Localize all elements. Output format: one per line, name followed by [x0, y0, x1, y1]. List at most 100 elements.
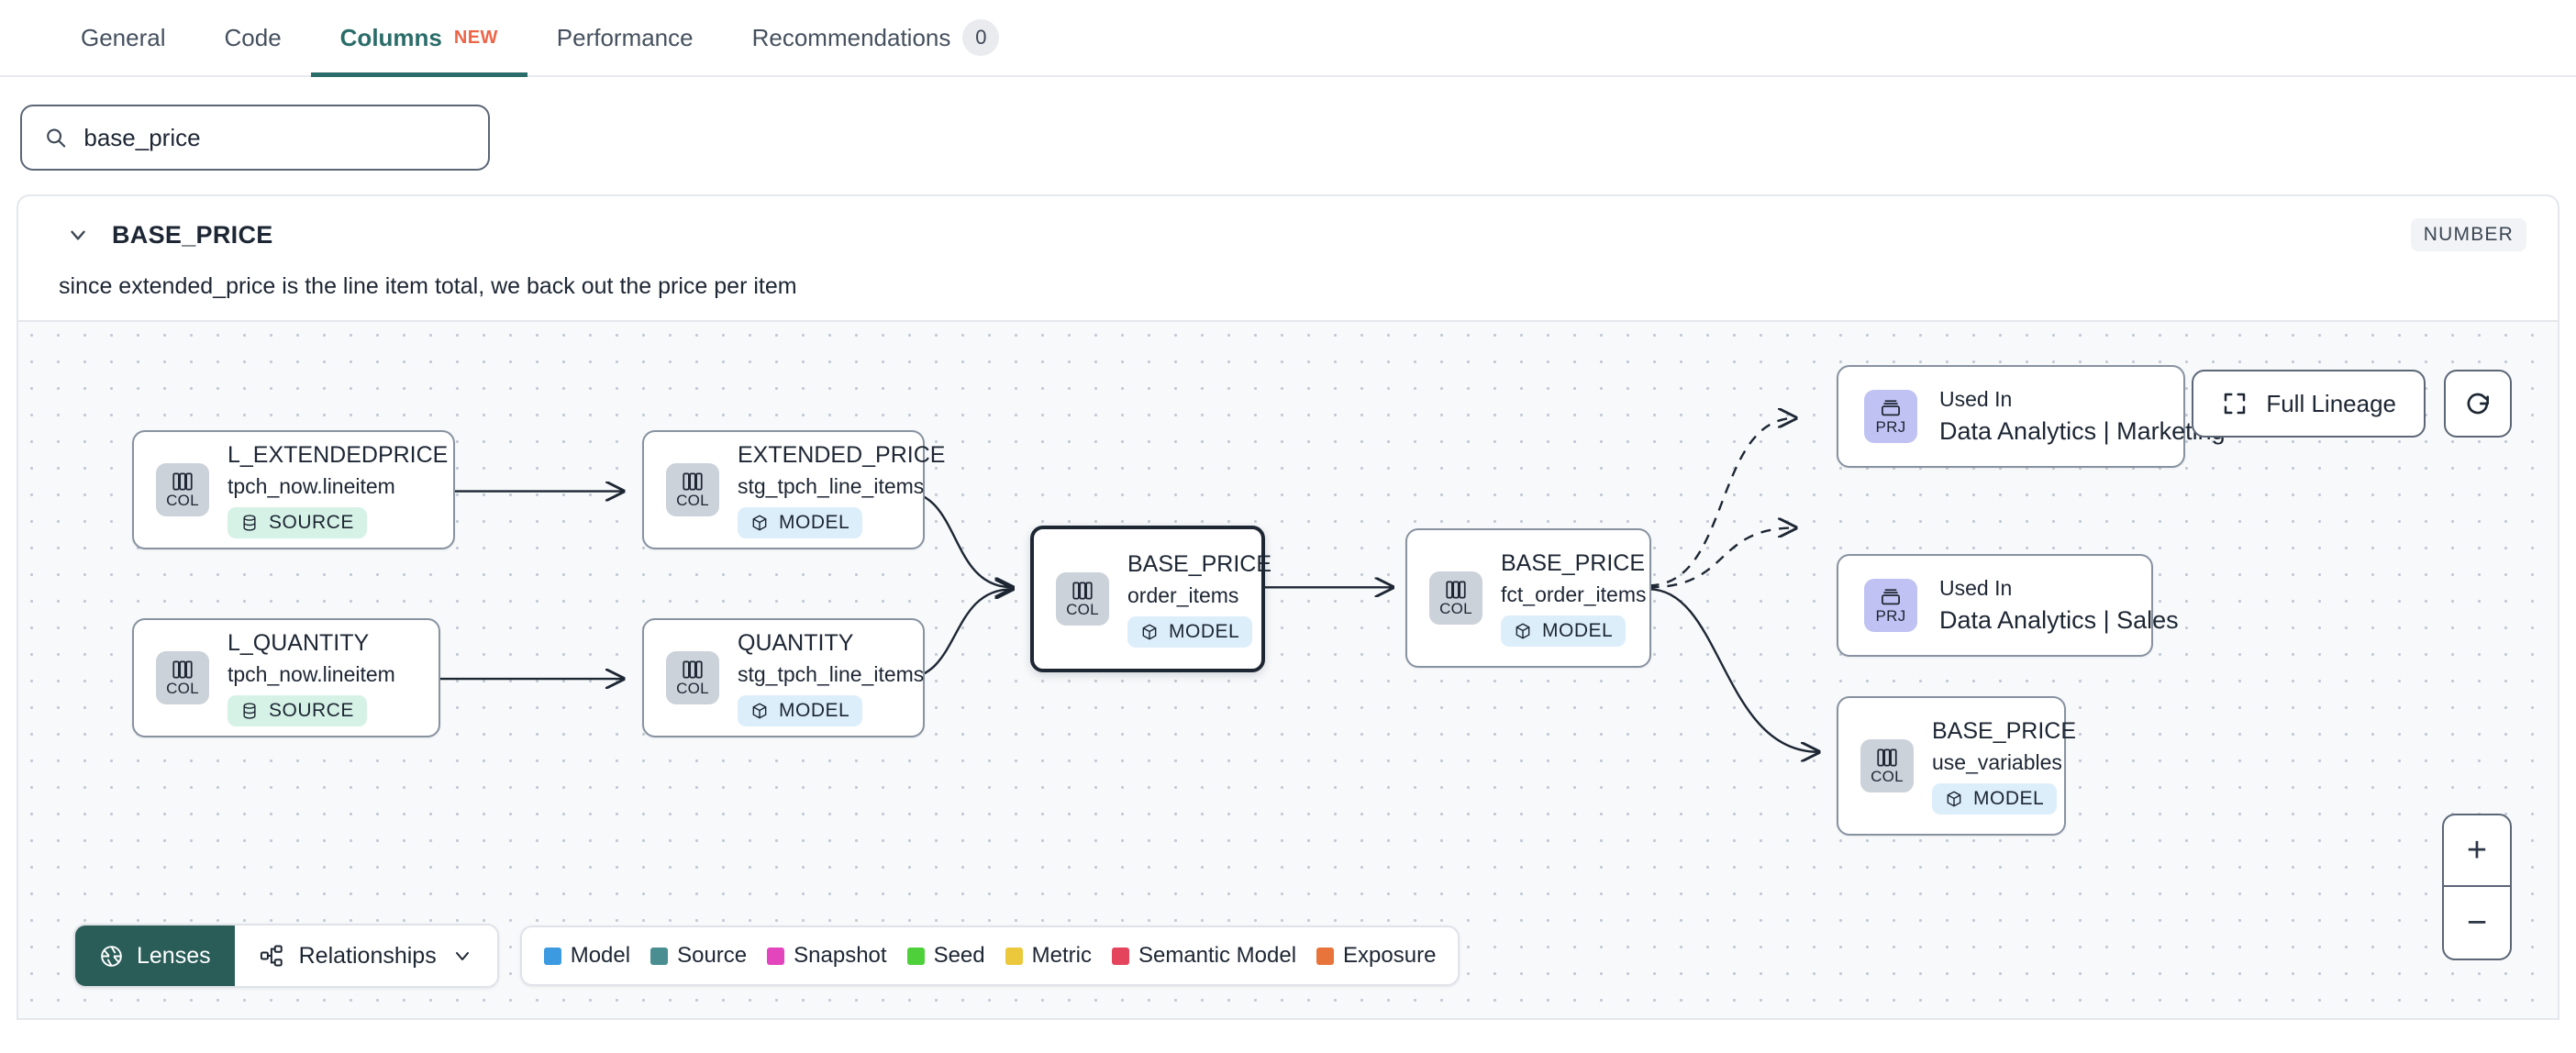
legend-item-semantic-model: Semantic Model [1111, 943, 1297, 969]
tab-columns[interactable]: Columns NEW [310, 0, 527, 77]
cube-icon [1142, 623, 1157, 640]
lineage-legend: Model Source Snapshot Seed Metric [519, 926, 1460, 986]
legend-label: Exposure [1343, 943, 1437, 968]
tab-general[interactable]: General [51, 0, 195, 75]
lineage-node-extended-price[interactable]: COL EXTENDED_PRICE stg_tpch_line_items M… [642, 430, 946, 549]
cube-icon [1516, 622, 1530, 639]
chevron-down-icon[interactable] [66, 223, 90, 247]
zoom-out-button[interactable]: − [2466, 903, 2488, 942]
legend-swatch [650, 947, 669, 965]
legend-item-source: Source [650, 943, 747, 969]
tab-code[interactable]: Code [195, 0, 311, 75]
search-input[interactable] [83, 123, 466, 152]
node-subtitle: use_variables [1932, 749, 2062, 774]
node-subtitle: stg_tpch_line_items [738, 473, 925, 498]
expand-corners-icon [2225, 393, 2246, 415]
tab-recommendations[interactable]: Recommendations 0 [723, 0, 1029, 75]
node-subtitle: tpch_now.lineitem [228, 661, 395, 686]
graph-bottom-bar: Lenses Relationships [73, 924, 1460, 988]
lineage-node-base-price-fct-order-items[interactable]: COL BASE_PRICE fct_order_items MODEL [1405, 528, 1651, 668]
lineage-node-base-price-use-variables[interactable]: COL BASE_PRICE use_variables MODEL [1837, 696, 2077, 836]
legend-label: Model [570, 943, 631, 968]
used-in-label: Used In [1939, 576, 2013, 600]
legend-label: Semantic Model [1138, 943, 1297, 968]
relationships-label: Relationships [298, 942, 437, 969]
aperture-icon [101, 945, 122, 967]
zoom-in-button[interactable]: + [2444, 815, 2510, 887]
tab-label: Recommendations [751, 24, 951, 51]
column-header[interactable]: BASE_PRICE NUMBER [18, 196, 2558, 253]
col-icon: COL [1860, 739, 1914, 793]
node-title: EXTENDED_PRICE [738, 441, 946, 468]
refresh-button[interactable] [2444, 370, 2512, 438]
legend-item-seed: Seed [906, 943, 985, 969]
col-icon-label: COL [1066, 601, 1099, 618]
col-icon-label: COL [1439, 600, 1472, 617]
node-title: L_EXTENDEDPRICE [228, 441, 449, 468]
node-chip: MODEL [1932, 782, 2058, 815]
legend-swatch [767, 947, 785, 965]
page-title: BASE_PRICE [112, 220, 273, 249]
cube-icon [752, 702, 767, 719]
col-icon-label: COL [676, 492, 709, 509]
database-icon [243, 514, 256, 531]
lineage-node-base-price-order-items[interactable]: COL BASE_PRICE order_items MODEL [1030, 526, 1271, 672]
lenses-button[interactable]: Lenses [75, 926, 235, 986]
legend-swatch [1111, 947, 1129, 965]
relationships-icon [260, 945, 283, 967]
node-chip: SOURCE [228, 506, 367, 538]
search-section [0, 77, 2576, 194]
legend-item-metric: Metric [1005, 943, 1092, 969]
column-description: since extended_price is the line item to… [59, 273, 797, 299]
search-icon [47, 128, 66, 148]
recommendations-count-badge: 0 [962, 19, 1000, 56]
node-chip-label: MODEL [1169, 620, 1240, 642]
node-title: BASE_PRICE [1932, 717, 2077, 744]
lineage-node-l-quantity[interactable]: COL L_QUANTITY tpch_now.lineitem SOURCE [132, 618, 440, 737]
node-title: BASE_PRICE [1501, 549, 1646, 576]
lineage-graph-canvas[interactable]: COL L_EXTENDEDPRICE tpch_now.lineitem SO… [18, 320, 2558, 1018]
full-lineage-button[interactable]: Full Lineage [2192, 370, 2426, 438]
lenses-label: Lenses [137, 942, 211, 969]
col-icon-label: COL [1871, 768, 1904, 785]
node-chip: MODEL [1501, 615, 1627, 647]
node-title: QUANTITY [738, 629, 854, 656]
lineage-node-project-marketing[interactable]: PRJ Used In Data Analytics | Marketing [1837, 365, 2226, 468]
node-chip-label: MODEL [779, 511, 850, 533]
project-icon-label: PRJ [1875, 418, 1906, 436]
lineage-node-quantity[interactable]: COL QUANTITY stg_tpch_line_items MODEL [642, 618, 925, 737]
node-chip-label: MODEL [779, 699, 850, 721]
legend-swatch [906, 947, 925, 965]
lenses-group: Lenses Relationships [73, 924, 499, 988]
refresh-icon [2467, 393, 2489, 415]
tab-performance[interactable]: Performance [527, 0, 723, 75]
full-lineage-label: Full Lineage [2266, 389, 2396, 417]
cube-icon [752, 514, 767, 531]
node-chip: MODEL [738, 506, 863, 538]
legend-item-model: Model [543, 943, 631, 969]
lineage-node-project-sales[interactable]: PRJ Used In Data Analytics | Sales [1837, 554, 2179, 657]
legend-swatch [1316, 947, 1335, 965]
legend-swatch [543, 947, 561, 965]
col-icon: COL [1056, 572, 1109, 626]
search-box[interactable] [20, 105, 490, 171]
col-icon: COL [156, 651, 209, 704]
node-subtitle: tpch_now.lineitem [228, 473, 395, 498]
relationships-button[interactable]: Relationships [234, 926, 497, 986]
col-icon: COL [1429, 571, 1482, 625]
graph-top-controls: Full Lineage [2192, 370, 2512, 438]
legend-swatch [1005, 947, 1023, 965]
node-subtitle: fct_order_items [1501, 582, 1647, 606]
node-chip: MODEL [1127, 615, 1253, 648]
zoom-controls: + − [2442, 814, 2512, 960]
node-chip-label: MODEL [1973, 787, 2045, 809]
tab-label: General [81, 24, 166, 51]
legend-label: Metric [1031, 943, 1092, 968]
used-in-project-name: Data Analytics | Sales [1939, 606, 2179, 634]
project-icon-label: PRJ [1875, 607, 1906, 625]
node-chip-label: SOURCE [269, 511, 354, 533]
col-icon-label: COL [166, 680, 199, 697]
new-badge: NEW [453, 27, 498, 48]
lineage-node-l-extendedprice[interactable]: COL L_EXTENDEDPRICE tpch_now.lineitem SO… [132, 430, 455, 549]
legend-label: Source [677, 943, 748, 968]
